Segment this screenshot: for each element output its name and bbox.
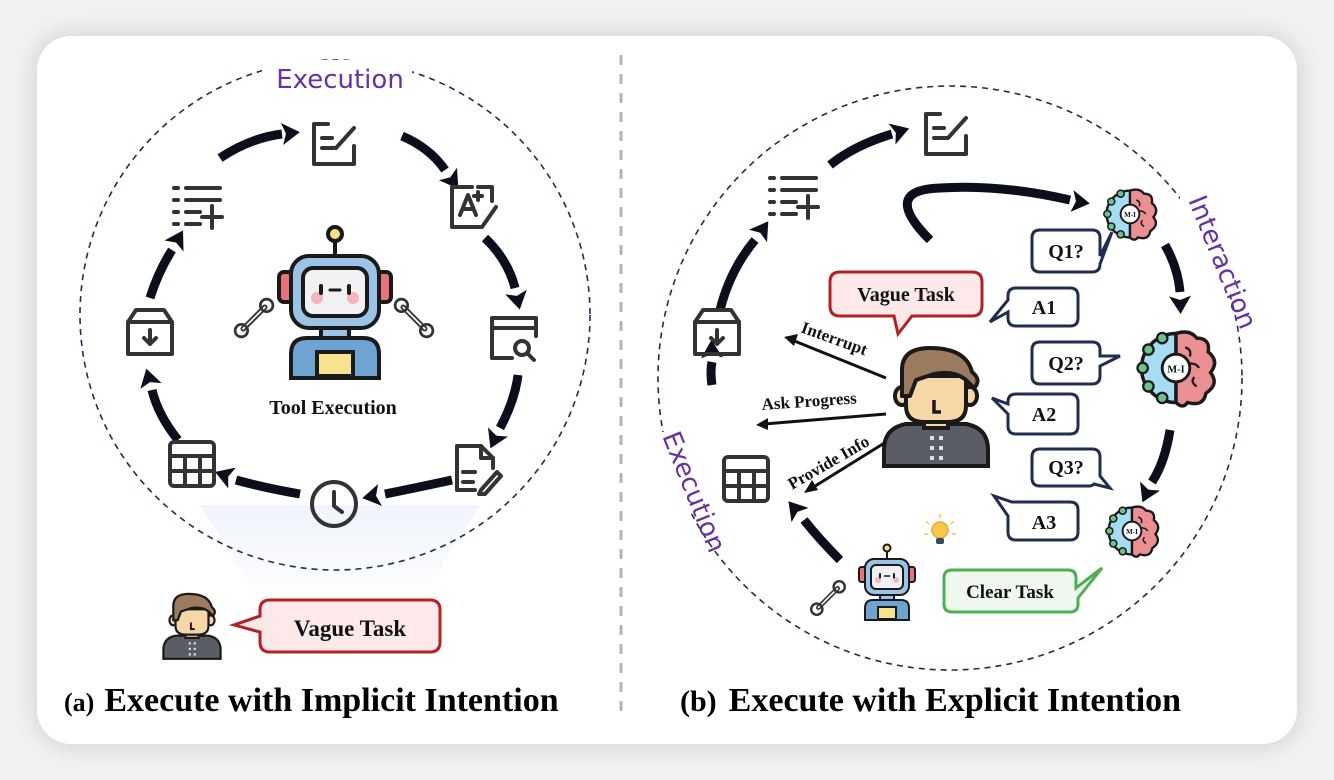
user-action-arrows xyxy=(763,338,887,490)
document-edit-icon xyxy=(455,444,503,496)
list-add-icon xyxy=(172,186,224,230)
svg-text:M-I: M-I xyxy=(1167,365,1184,376)
svg-text:Q1?: Q1? xyxy=(1048,241,1084,263)
provide-info-label: Provide Info xyxy=(785,432,873,494)
download-box-icon xyxy=(693,308,741,356)
model-icon: M-I xyxy=(1135,330,1217,408)
download-box-icon xyxy=(126,308,174,356)
user-avatar-b xyxy=(882,346,990,468)
svg-text:Vague Task: Vague Task xyxy=(857,284,956,306)
user-avatar xyxy=(162,592,222,660)
robot-icon-b xyxy=(858,543,916,621)
edit-icon xyxy=(924,112,968,156)
arrow xyxy=(496,374,523,431)
caption-b: (b) Execute with Explicit Intention xyxy=(680,682,1181,719)
spotlight-beam xyxy=(200,505,480,600)
qa-bubbles: Q1? A1 Q2? A2 Q3? A3 xyxy=(988,228,1121,542)
svg-text:M-I: M-I xyxy=(1126,528,1138,536)
caption-b-prefix: (b) xyxy=(680,685,717,718)
vague-task-bubble: Vague Task xyxy=(228,598,442,654)
arrow xyxy=(400,131,449,173)
tool-execution-label: Tool Execution xyxy=(269,397,397,419)
cycle-arrows xyxy=(145,129,523,499)
browser-search-icon xyxy=(490,316,538,362)
arrow xyxy=(147,388,182,443)
svg-text:A2: A2 xyxy=(1032,404,1056,426)
table-icon xyxy=(168,440,216,488)
svg-text:Clear Task: Clear Task xyxy=(966,582,1054,603)
clear-task-bubble: Clear Task xyxy=(942,566,1104,614)
question-bubble-3: Q3? xyxy=(1030,447,1115,491)
interrupt-label: Interrupt xyxy=(799,318,871,360)
vague-task-bubble-b: Vague Task xyxy=(828,270,984,338)
svg-text:Q3?: Q3? xyxy=(1048,457,1084,479)
lightbulb-icon xyxy=(924,514,956,544)
wrench-icon xyxy=(235,299,273,337)
arrow xyxy=(145,247,176,300)
answer-bubble-3: A3 xyxy=(990,493,1080,542)
caption-a-text: Execute with Implicit Intention xyxy=(104,682,558,719)
arrow xyxy=(217,129,283,162)
text-edit-icon xyxy=(450,185,498,229)
panel-a: Execution xyxy=(64,59,591,719)
caption-b-text: Execute with Explicit Intention xyxy=(729,682,1181,719)
ask-progress-label: Ask Progress xyxy=(761,388,858,414)
wrench-icon xyxy=(811,581,845,615)
vague-task-text: Vague Task xyxy=(294,616,407,641)
arrow xyxy=(481,234,520,290)
table-icon xyxy=(722,455,770,503)
interaction-circle xyxy=(657,85,1243,671)
clock-icon xyxy=(310,480,358,528)
question-bubble-2: Q2? xyxy=(1030,340,1121,386)
svg-text:M-I: M-I xyxy=(1124,211,1136,219)
robot-icon xyxy=(277,225,393,380)
model-icon: M-I xyxy=(1104,505,1160,558)
model-icon: M-I xyxy=(1102,188,1158,241)
execution-label: Execution xyxy=(276,65,404,95)
arrow xyxy=(234,475,301,499)
edit-icon xyxy=(312,122,356,166)
list-add-icon xyxy=(768,176,820,220)
wrench-icon xyxy=(395,299,433,337)
answer-bubble-1: A1 xyxy=(988,286,1080,328)
svg-text:A1: A1 xyxy=(1032,297,1056,319)
cycle-arrows-b xyxy=(706,129,1185,564)
question-bubble-1: Q1? xyxy=(1030,228,1114,274)
caption-a-prefix: (a) xyxy=(64,688,94,717)
panel-b: Interaction Execution xyxy=(650,85,1262,719)
caption-a: (a) Execute with Implicit Intention xyxy=(64,682,559,719)
svg-text:A3: A3 xyxy=(1032,512,1056,534)
svg-text:Q2?: Q2? xyxy=(1048,353,1084,375)
arrow xyxy=(384,475,453,499)
answer-bubble-2: A2 xyxy=(990,392,1080,436)
